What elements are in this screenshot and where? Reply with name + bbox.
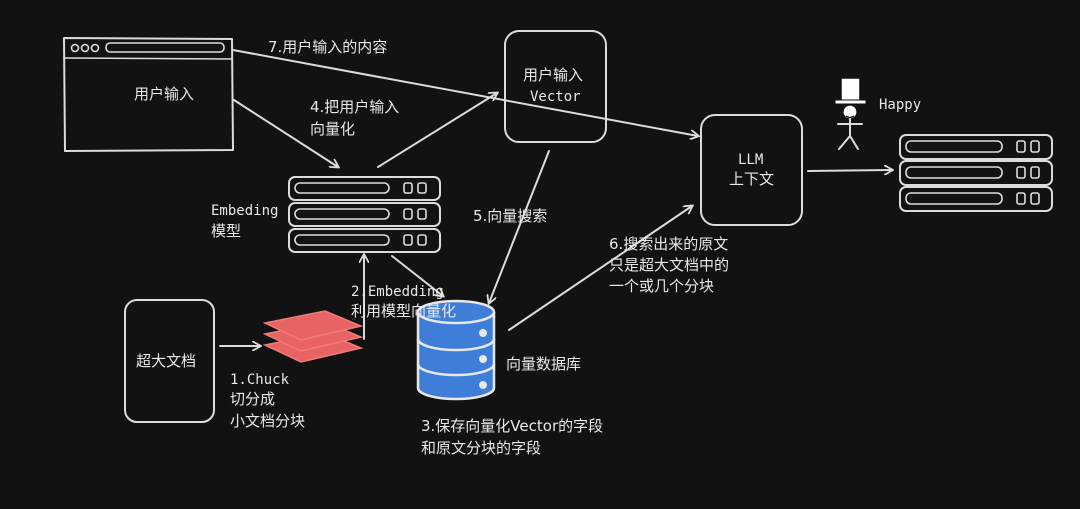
user-vector-label: 用户输入 bbox=[523, 66, 583, 84]
step4-label-line2: 向量化 bbox=[310, 120, 355, 138]
step7-label: 7.用户输入的内容 bbox=[268, 38, 387, 56]
step5-label: 5.向量搜索 bbox=[473, 207, 547, 225]
browser-window-icon bbox=[63, 37, 234, 152]
llm-context-label: 上下文 bbox=[729, 170, 774, 188]
step6-label-line2: 只是超大文档中的 bbox=[609, 256, 729, 274]
arrow-step7 bbox=[232, 49, 698, 136]
step6-label-line1: 6.搜索出来的原文 bbox=[609, 235, 728, 253]
arrow-step4-in bbox=[377, 93, 497, 168]
big-document-node bbox=[124, 299, 215, 423]
user-vector-sublabel: Vector bbox=[530, 89, 581, 105]
step1-label-line1: 1.Chuck bbox=[230, 372, 290, 388]
arrow-step4-out bbox=[233, 99, 338, 167]
embedding-model-label: Embeding bbox=[211, 203, 278, 219]
step1-label-line2: 切分成 bbox=[230, 390, 275, 408]
step2-label-line2: 利用模型向量化 bbox=[351, 302, 456, 320]
arrow-step5 bbox=[489, 150, 550, 303]
step3-label-line1: 3.保存向量化Vector的字段 bbox=[421, 417, 603, 435]
vector-db-label: 向量数据库 bbox=[506, 355, 581, 373]
step4-label-line1: 4.把用户输入 bbox=[310, 98, 399, 116]
stacked-layers-icon bbox=[262, 310, 364, 363]
server-rack-icon bbox=[288, 176, 441, 253]
happy-label: Happy bbox=[879, 97, 921, 113]
llm-label: LLM bbox=[738, 152, 763, 168]
step3-label-line2: 和原文分块的字段 bbox=[421, 439, 541, 457]
step6-label-line3: 一个或几个分块 bbox=[609, 277, 714, 295]
step1-label-line3: 小文档分块 bbox=[230, 412, 305, 430]
llm-context-node bbox=[700, 114, 803, 226]
big-document-label: 超大文档 bbox=[136, 352, 196, 370]
user-input-label: 用户输入 bbox=[134, 85, 194, 103]
arrow-step6 bbox=[508, 206, 692, 331]
user-vector-node bbox=[504, 30, 607, 143]
stick-figure-top-hat-icon bbox=[834, 77, 867, 150]
arrow-step2 bbox=[391, 255, 443, 296]
arrow-llm-output bbox=[807, 170, 892, 171]
output-server-icon bbox=[899, 134, 1053, 212]
step2-label-line1: 2.Embedding bbox=[351, 284, 444, 300]
database-cylinder-icon bbox=[416, 299, 496, 401]
embedding-model-sublabel: 模型 bbox=[211, 222, 241, 240]
